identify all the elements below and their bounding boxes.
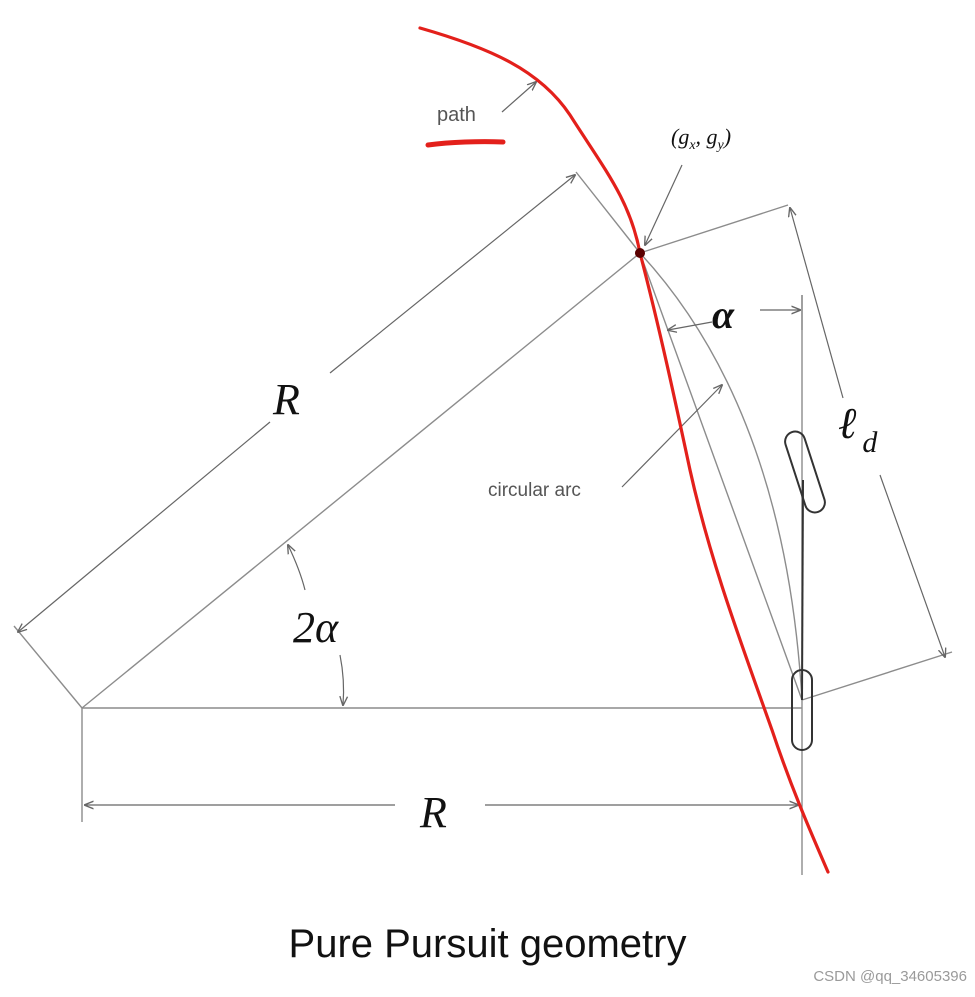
diag-R-dimension-b bbox=[329, 175, 575, 374]
diag-extension-bottom bbox=[13, 625, 83, 709]
path-label-highlight bbox=[425, 139, 506, 148]
alpha-arrow-left bbox=[668, 321, 713, 330]
diag-R-dimension-a bbox=[18, 421, 271, 632]
circular-arc bbox=[639, 252, 803, 701]
goal-point-label: (gx, gy) bbox=[671, 124, 731, 153]
path-leader bbox=[501, 82, 536, 113]
ld-dimension-b bbox=[879, 474, 945, 657]
goal-leader bbox=[645, 164, 683, 245]
radius-to-goal-line bbox=[81, 252, 641, 709]
front-wheel bbox=[784, 430, 826, 514]
vehicle-body-line bbox=[801, 479, 804, 701]
path-label: path bbox=[437, 104, 476, 126]
arc-leader bbox=[621, 385, 722, 488]
diagram-caption: Pure Pursuit geometry bbox=[288, 922, 687, 966]
circular-arc-label: circular arc bbox=[488, 480, 581, 501]
construction-lines bbox=[13, 171, 953, 875]
vehicle bbox=[784, 430, 826, 751]
two-alpha-label: 2α bbox=[293, 603, 339, 652]
diag-R-label: R bbox=[272, 375, 300, 424]
goal-point bbox=[635, 248, 645, 258]
watermark: CSDN @qq_34605396 bbox=[813, 968, 967, 985]
diag-extension-top bbox=[575, 171, 641, 254]
ld-dimension-a bbox=[790, 208, 844, 399]
rear-wheel bbox=[791, 669, 813, 751]
ld-extension-bottom bbox=[801, 651, 953, 701]
two-alpha-arc-bottom bbox=[340, 654, 344, 705]
two-alpha-arc-top bbox=[288, 545, 306, 591]
horiz-R-label: R bbox=[419, 788, 447, 837]
reference-path bbox=[418, 26, 830, 874]
ld-extension-top bbox=[639, 204, 789, 254]
alpha-label: α bbox=[712, 292, 735, 337]
